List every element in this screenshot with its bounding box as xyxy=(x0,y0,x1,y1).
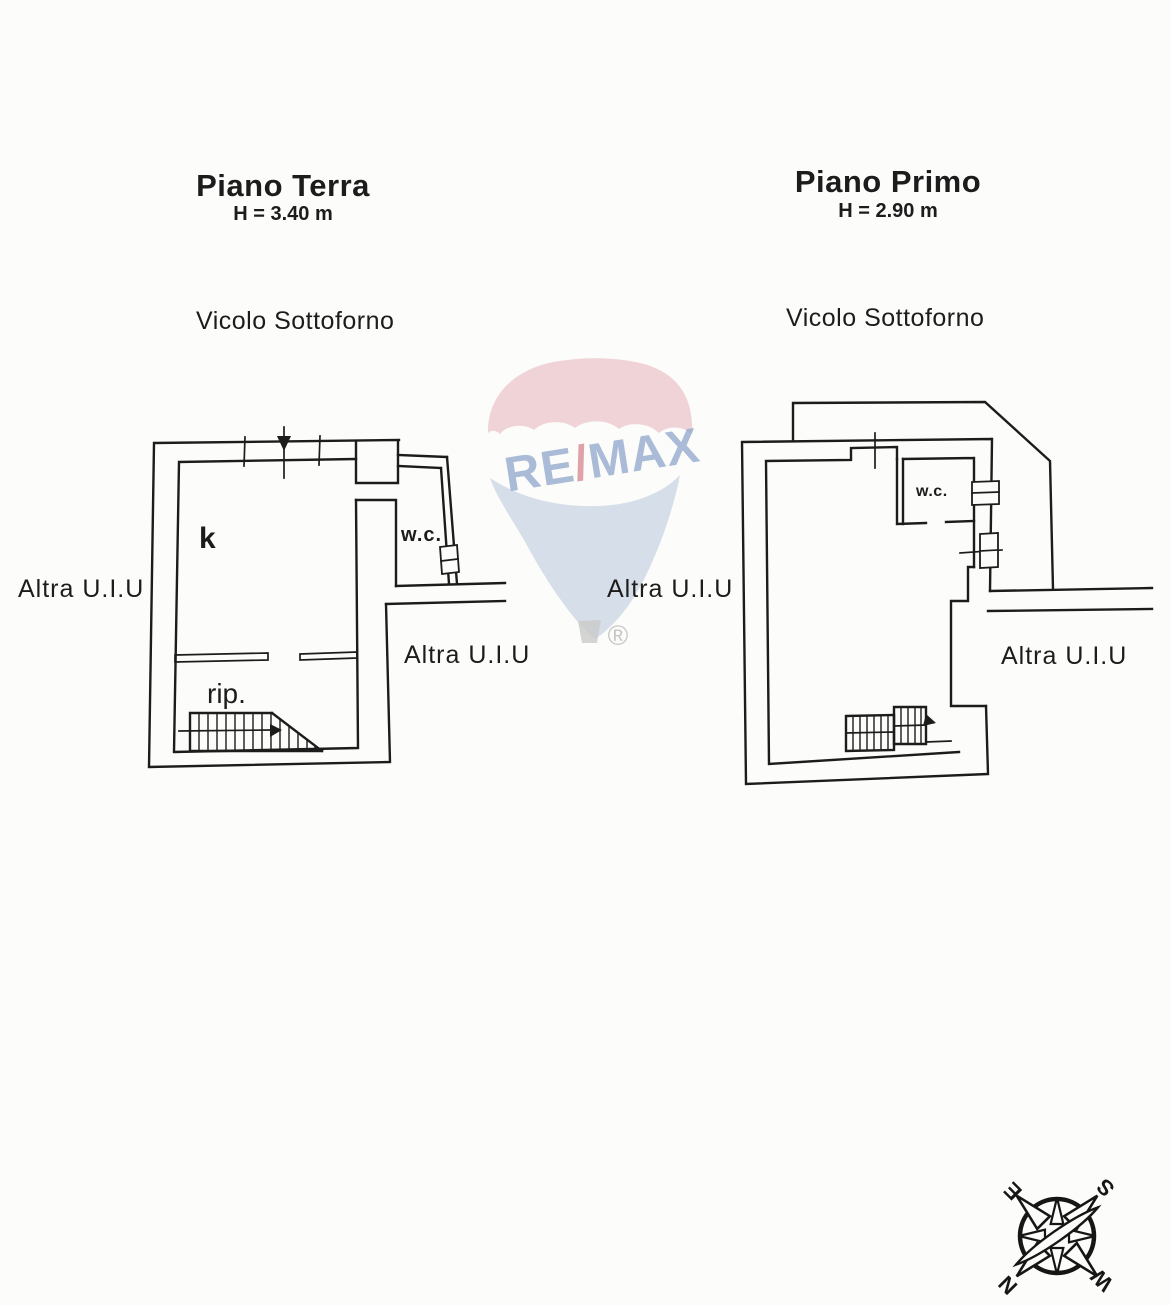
wc-divider-wall xyxy=(354,498,398,588)
stairs-mid-line xyxy=(845,731,895,734)
stairs-direction-arrow xyxy=(270,724,282,737)
balloon-envelope-lower xyxy=(490,475,680,639)
compass-point-sw xyxy=(1067,1228,1096,1244)
adjacent-unit-label-terra-left: Altra U.I.U xyxy=(18,575,145,603)
wc-partition-wall xyxy=(895,457,976,526)
plan-title-piano-primo: Piano Primo xyxy=(794,164,982,199)
plan-title-piano-terra: Piano Terra xyxy=(196,168,370,203)
remax-wordmark: RE/MAX xyxy=(501,418,704,502)
registered-trademark-icon: ® xyxy=(608,620,629,651)
wall-outer xyxy=(740,437,994,786)
remax-wordmark-re: RE xyxy=(501,438,579,502)
remax-wordmark-max: MAX xyxy=(585,418,704,489)
adjacent-unit-label-primo-left: Altra U.I.U xyxy=(607,575,734,603)
floor-plan-piano-terra xyxy=(147,426,507,769)
room-label-wc-primo: w.c. xyxy=(916,483,948,500)
plan-height-piano-primo: H = 2.90 m xyxy=(838,200,938,222)
room-label-wc-terra: w.c. xyxy=(401,524,443,546)
compass-needle xyxy=(1012,1204,1102,1268)
adjacent-unit-label-primo-right: Altra U.I.U xyxy=(1001,642,1128,670)
window-mullion xyxy=(971,491,1000,494)
wall-inner xyxy=(764,445,976,766)
wall-recess-steps xyxy=(949,565,988,708)
partition-left xyxy=(174,652,269,663)
window-mullion xyxy=(440,558,459,562)
stairs-lower-flight xyxy=(844,713,896,753)
remax-balloon-watermark: RE/MAX ® xyxy=(487,358,704,651)
compass-point-se xyxy=(1049,1197,1065,1226)
wall-outer xyxy=(147,438,401,769)
wall-inner xyxy=(172,457,360,754)
street-label-primo: Vicolo Sottoforno xyxy=(786,304,985,332)
wc-top-wall xyxy=(396,453,449,470)
annex-outline xyxy=(791,400,1055,591)
stairs-direction-line xyxy=(178,729,271,732)
window-mullion xyxy=(979,549,999,552)
stairs-outline xyxy=(188,711,324,753)
compass-point-nw xyxy=(1049,1246,1065,1275)
neighbour-boundary-walls xyxy=(384,581,507,606)
compass-point-ne xyxy=(1018,1228,1047,1244)
floor-plan-piano-primo xyxy=(740,400,1154,786)
compass-point-east xyxy=(1015,1194,1053,1232)
stairs-treads xyxy=(198,713,316,751)
adjacent-unit-label-terra-right: Altra U.I.U xyxy=(404,641,531,669)
stairs-landing-line xyxy=(925,740,952,743)
room-label-storage: rip. xyxy=(207,678,246,709)
stairs-direction-arrow xyxy=(923,714,936,726)
street-label-terra: Vicolo Sottoforno xyxy=(196,307,395,335)
compass-rose: N S E W xyxy=(993,1174,1119,1300)
stairs-mid-line xyxy=(893,724,927,727)
wall-pier-block xyxy=(354,439,400,485)
compass-point-west xyxy=(1061,1240,1099,1278)
plan-height-piano-terra: H = 3.40 m xyxy=(233,203,333,225)
room-label-kitchen: k xyxy=(199,522,216,555)
balloon-basket xyxy=(578,620,601,643)
partition-right xyxy=(299,651,358,661)
entrance-arrow-head xyxy=(277,436,291,451)
balloon-canopy xyxy=(487,358,693,434)
neighbour-boundary-walls xyxy=(986,586,1154,613)
door-tick xyxy=(243,435,321,467)
